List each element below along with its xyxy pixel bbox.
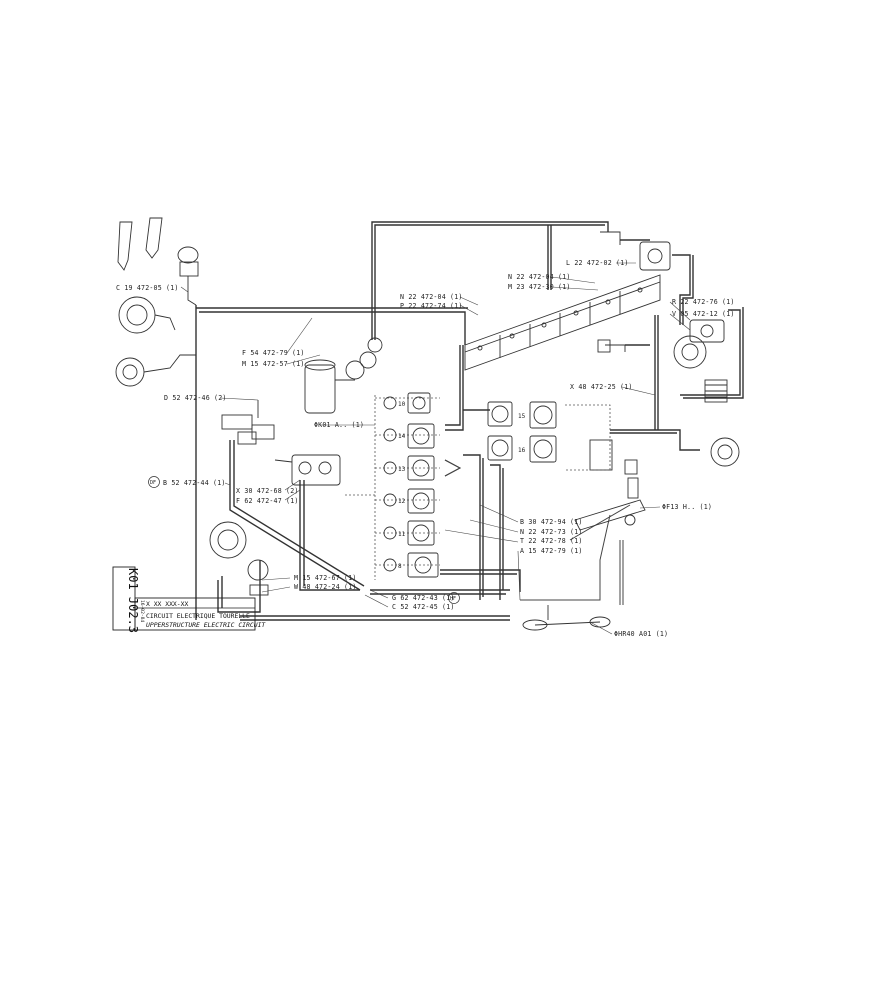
title-block: K01 J02.3 16-02-84 X XX XXX-XX CIRCUIT E… [112,566,266,633]
label-m15-57: M 15 472-57 (1) [242,360,305,368]
part-labels: L 22 472-02 (1) N 22 472-04 (1) M 23 472… [116,259,735,638]
label-g62: G 62 472-43 (1) [392,594,455,602]
connector-13: 13 [383,455,435,481]
label-f54: F 54 472-79 (1) [242,349,305,357]
label-p22: P 22 472-74 (1) [400,302,463,310]
connector-label: 14 [398,433,406,440]
label-d52: D 52 472-46 (2) [164,394,227,402]
label-g62-group: G 62 472-43 (1) HF [392,592,460,604]
label-w48: W 48 472-24 (1) [294,583,357,591]
top-right-lamp [600,231,671,271]
right-worklamp [597,335,707,369]
connector-15: 15 [487,401,557,429]
connector-label: 10 [398,401,406,408]
label-hr40: ΦHR40 A01 (1) [614,630,668,638]
label-n22-04-upper: N 22 472-04 (1) [508,273,571,281]
right-v05-lamp [689,319,725,343]
main-harness [195,221,744,621]
connector-label: 11 [398,531,406,538]
label-k01: ΦK01 A.. (1) [314,421,364,429]
label-c19: C 19 472-05 (1) [116,284,179,292]
label-x30: X 30 472-68 (2) [236,487,299,495]
label-n22-73: N 22 472-73 (1) [520,528,583,536]
top-left-horns [117,217,199,306]
f13-arm [574,499,646,531]
right-x48-plug [704,379,728,403]
connector-label: 15 [518,413,526,420]
label-n22-04: N 22 472-04 (1) [400,293,463,301]
relay-column [345,395,440,580]
connector-12: 12 [383,488,435,514]
title-english: UPPERSTRUCTURE ELECTRIC CIRCUIT [146,621,266,629]
connector-label: 13 [398,466,406,473]
connector-label: 12 [398,498,406,505]
b52-control-block [274,454,341,486]
label-m23: M 23 472-30 (1) [508,283,571,291]
right-bottom-lamp [710,437,740,467]
bottom-left-lamps [209,521,269,596]
drawing-code: X XX XXX-XX [146,600,188,608]
connector-label: 16 [518,447,526,454]
leader-lines [180,262,691,635]
label-x48: X 48 472-25 (1) [570,383,633,391]
sheet-date: 16-02-84 [139,600,145,622]
connector-11: 11 [383,520,435,546]
label-b52-group: DF B 52 472-44 (1) [148,476,226,488]
label-c52: C 52 472-45 (1) [392,603,455,611]
connector-14: 14 [383,423,435,449]
label-b30: B 30 472-94 (1) [520,518,583,526]
d52-switch-block [221,400,275,445]
sheet-id: K01 J02.3 [126,568,140,633]
title-french: CIRCUIT ELECTRIQUE TOURELLE [146,612,250,620]
battery-bank [464,274,661,371]
label-r22: R 22 472-76 (1) [672,298,735,306]
label-t22: T 22 472-78 (1) [520,537,583,545]
label-f13: ΦF13 H.. (1) [662,503,712,511]
label-g62-badge: HF [450,596,456,602]
connector-label: 8 [398,563,402,570]
label-m15-67: M 15 472-67 (1) [294,574,357,582]
label-l22: L 22 472-02 (1) [566,259,629,267]
connector-10: 10 [383,392,431,414]
hr40-sensor [522,605,611,631]
left-spotlight [118,296,176,334]
label-b52-badge: DF [150,480,156,486]
label-a15: A 15 472-79 (1) [520,547,583,555]
connector-8: 8 [383,552,439,578]
label-v05: V 05 472-12 (1) [672,310,735,318]
connector-16: 16 [487,435,557,463]
center-canister [304,337,383,414]
label-b52: B 52 472-44 (1) [163,479,226,487]
label-f62: F 62 472-47 (1) [236,497,299,505]
right-socket-block [565,404,639,499]
left-lamp [115,354,196,387]
